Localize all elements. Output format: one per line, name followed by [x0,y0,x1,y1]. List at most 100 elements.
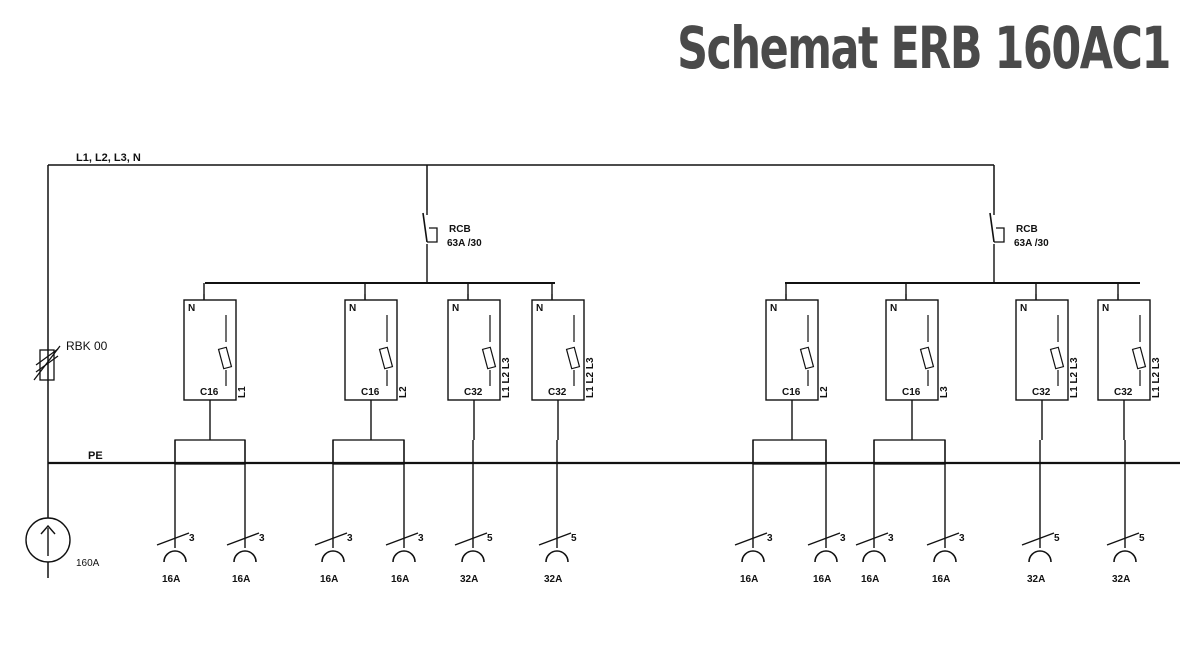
fuse-icon [378,346,394,370]
rcd-rating: 63A /30 [447,238,482,249]
socket-rating: 16A [232,574,250,585]
socket-slash [385,532,419,546]
breaker-wire [551,294,575,342]
page-title: Schemat ERB 160AC1 [677,14,1171,82]
socket-poles: 5 [487,533,493,544]
breaker-wire [203,294,227,342]
main-switch-icon [33,345,61,381]
socket-icon [545,550,569,563]
breaker-box [885,299,939,401]
breaker-phases: L1 L2 L3 [1151,357,1162,398]
fuse-icon [565,346,581,370]
socket-splitter [332,439,405,465]
breaker-phases: L1 L2 L3 [585,357,596,398]
fuse-icon [799,346,815,370]
socket-rating: 16A [320,574,338,585]
socket-poles: 5 [571,533,577,544]
breaker-rating: C16 [200,387,219,398]
socket-poles: 3 [418,533,424,544]
breaker-box [344,299,398,401]
socket-poles: 3 [189,533,195,544]
socket-slash [314,532,348,546]
splitter-box [332,439,405,465]
socket-icon [933,550,957,563]
breaker-n-label: N [890,303,897,314]
splitter-box [873,439,946,465]
socket-icon [461,550,485,563]
breaker-phases: L1 L2 L3 [501,357,512,398]
socket-8: 3 16A [807,440,846,585]
socket-slash [855,532,889,546]
breaker-rating: C16 [902,387,921,398]
fuse-icon [1049,346,1065,370]
rcd-contact [989,212,995,243]
breaker-box [531,299,585,401]
breaker-n-label: N [770,303,777,314]
socket-rating: 32A [1027,574,1045,585]
socket-slash [1106,532,1140,546]
socket-icon [862,550,886,563]
main-switch-label: RBK 00 [66,339,108,353]
breaker-wire [905,294,929,342]
rcd-contact [422,212,428,243]
socket-icon [163,550,187,563]
breaker-phases: L1 L2 L3 [1069,357,1080,398]
socket-slash [538,532,572,546]
breaker-rating: C16 [361,387,380,398]
rcd-label: RCB [1016,224,1038,235]
breaker-rating: C32 [1032,387,1051,398]
socket-poles: 5 [1054,533,1060,544]
breaker-rating: C32 [548,387,567,398]
breaker-box [447,299,501,401]
breaker-n-label: N [349,303,356,314]
socket-rating: 16A [391,574,409,585]
breaker-box [183,299,237,401]
socket-slash [156,532,190,546]
breaker-n-label: N [1102,303,1109,314]
socket-rating: 16A [932,574,950,585]
socket-rating: 16A [813,574,831,585]
socket-icon [741,550,765,563]
socket-slash [226,532,260,546]
meter-icon [25,517,71,563]
splitter-box [174,439,246,465]
socket-3: 3 16A [314,440,353,585]
socket-slash [807,532,841,546]
socket-poles: 3 [767,533,773,544]
socket-slash [454,532,488,546]
socket-poles: 3 [840,533,846,544]
socket-splitter [174,439,246,465]
socket-6: 5 32A [538,440,577,585]
breaker-box [1097,299,1151,401]
breaker-7: N C32 L1 L2 L3 [1015,283,1080,440]
breaker-wire [467,294,491,342]
fuse-icon [919,346,935,370]
socket-icon [392,550,416,563]
socket-slash [1021,532,1055,546]
rcd-rating: 63A /30 [1014,238,1049,249]
meter-label: 160A [76,558,100,569]
socket-poles: 3 [347,533,353,544]
socket-rating: 32A [544,574,562,585]
breaker-rating: C32 [1114,387,1133,398]
bus-label: L1, L2, L3, N [76,152,141,164]
splitter-box [752,439,827,465]
breaker-8: N C32 L1 L2 L3 [1097,283,1162,440]
breaker-wire [1117,294,1141,342]
socket-icon [321,550,345,563]
breaker-n-label: N [452,303,459,314]
fuse-icon [481,346,497,370]
socket-poles: 3 [888,533,894,544]
fuse-icon [1131,346,1147,370]
socket-icon [1028,550,1052,563]
breaker-n-label: N [1020,303,1027,314]
